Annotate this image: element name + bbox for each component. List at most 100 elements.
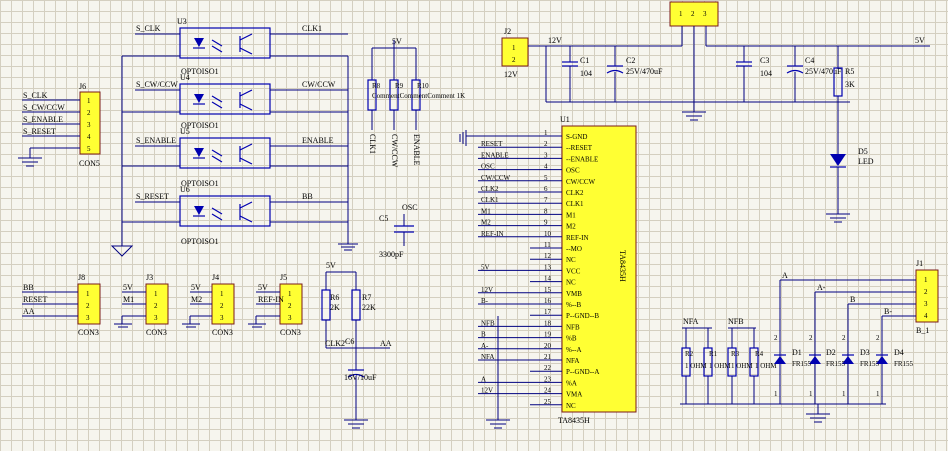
opto-u4[interactable]: U4 OPTOISO1 xyxy=(179,73,271,130)
capacitor-c1[interactable]: C1 104 xyxy=(562,46,592,102)
clk2-divider[interactable]: 5V R6 2K R7 22K CLK2 C6 AA 16V/10uF xyxy=(321,261,392,429)
u1-pin-net: RESET xyxy=(481,140,503,148)
net-s-reset: S_RESET xyxy=(136,192,169,201)
u1-pin-number: 20 xyxy=(544,342,552,350)
j5-pin-2: 2 xyxy=(288,302,292,310)
u1-pin-number: 25 xyxy=(544,398,552,406)
opto-u3[interactable]: U3 OPTOISO1 xyxy=(177,17,271,76)
u1-pin-number: 22 xyxy=(544,364,552,372)
rail-5v: 5V xyxy=(915,36,925,45)
flyback-diodes[interactable]: D1 D2 D3 D4 FR155 FR155 FR155 FR155 2 2 … xyxy=(774,280,914,404)
u1-pin-net: M2 xyxy=(481,219,491,227)
j1-pin-1: 1 xyxy=(924,276,928,284)
j6-pin-4: 4 xyxy=(87,133,91,141)
j8-net-2: RESET xyxy=(23,295,48,304)
u1-pin-name: CLK2 xyxy=(566,189,584,197)
r9-ref: R9 xyxy=(395,82,404,90)
j1-net-b-minus: B- xyxy=(884,307,892,316)
j2-pin-2: 2 xyxy=(512,56,516,64)
j5-net-1: 5V xyxy=(258,283,268,292)
u1-pin-name: CW/CCW xyxy=(566,178,596,186)
capacitor-c3[interactable]: C3 104 xyxy=(736,46,772,102)
j4-pin-1: 1 xyxy=(220,290,224,298)
j5-pin-1: 1 xyxy=(288,290,292,298)
j8-pin-3: 3 xyxy=(86,314,90,322)
capacitor-c5[interactable]: OSC C5 3300pF xyxy=(379,203,418,259)
r5-value: 3K xyxy=(845,80,855,89)
u1-pin-number: 10 xyxy=(544,230,552,238)
j6-pin-1: 1 xyxy=(87,97,91,105)
opto-u4-ref: U4 xyxy=(180,73,190,82)
c4-ref: C4 xyxy=(805,56,814,65)
voltage-regulator[interactable]: 1 2 3 xyxy=(669,1,719,112)
d4-value: FR155 xyxy=(894,360,914,368)
j1-net-a-minus: A- xyxy=(817,283,826,292)
u1-pin-number: 2 xyxy=(544,140,548,148)
u1-pin-number: 4 xyxy=(544,163,548,171)
u1-pin-number: 1 xyxy=(544,129,548,137)
r5-ref: R5 xyxy=(845,67,854,76)
u1-pin-name: NFB xyxy=(566,323,580,331)
u1-pin-number: 11 xyxy=(544,241,551,249)
opto-u5[interactable]: U5 OPTOISO1 xyxy=(179,127,271,188)
led-indicator[interactable]: R5 3K D5 LED xyxy=(826,46,874,223)
pullup-resistors[interactable]: 5V R8 R9 R10 CommentCommentComment 1K CL… xyxy=(367,37,465,168)
capacitor-c2[interactable]: C2 25V/470uF xyxy=(606,46,663,102)
connector-j5[interactable]: J5 1 2 3 5V REF-IN CON3 xyxy=(248,273,303,337)
u1-pin-name: M2 xyxy=(566,223,576,231)
c3-value: 104 xyxy=(760,69,772,78)
d4-pin-1: 1 xyxy=(876,390,880,398)
j6-net-2: S_CW/CCW xyxy=(23,103,65,112)
u1-pin-name: NC xyxy=(566,279,576,287)
u1-pin-name: P--GND--B xyxy=(566,312,599,320)
j2-ref: J2 xyxy=(504,27,511,36)
d2-pin-2: 2 xyxy=(809,334,813,342)
j1-net-a: A xyxy=(782,271,788,280)
sense-resistors[interactable]: NFA NFB R2 R1 R3 R4 1 OHM 1 OHM 1 OHM 1 … xyxy=(680,317,886,423)
capacitor-c4[interactable]: C4 25V/470uF xyxy=(786,46,842,102)
u1-pin-number: 18 xyxy=(544,319,552,327)
connector-j2[interactable]: J2 1 2 12V xyxy=(501,27,529,79)
u1-pin-name: NFA xyxy=(566,357,579,365)
j1-ref: J1 xyxy=(916,259,923,268)
connector-j3[interactable]: J3 1 2 3 5V M1 CON3 xyxy=(114,273,169,337)
net-s-cwccw: S_CW/CCW xyxy=(136,80,178,89)
divider-net-aa: AA xyxy=(380,339,392,348)
j1-net-b: B xyxy=(850,295,855,304)
d2-pin-1: 1 xyxy=(809,390,813,398)
u1-pin-20: 20%--AA- xyxy=(478,342,582,354)
j6-net-1: S_CLK xyxy=(23,91,48,100)
u1-pin-name: %A xyxy=(566,379,577,387)
j8-net-1: BB xyxy=(23,283,34,292)
d1-ref: D1 xyxy=(792,348,802,357)
connector-j8[interactable]: J8 1 2 3 BB RESET AA CON3 xyxy=(22,273,101,337)
j5-pin-3: 3 xyxy=(288,314,292,322)
j3-ref: J3 xyxy=(146,273,153,282)
c2-value: 25V/470uF xyxy=(626,67,663,76)
connector-j6[interactable]: J6 1 2 3 4 5 CON5 S_CLK S_CW/CCW S_ENABL… xyxy=(18,82,101,168)
connector-j4[interactable]: J4 1 2 3 5V M2 CON3 xyxy=(182,273,235,337)
j3-pin-2: 2 xyxy=(154,302,158,310)
d1-pin-2: 2 xyxy=(774,334,778,342)
d1-pin-1: 1 xyxy=(774,390,778,398)
u1-pin-net: M1 xyxy=(481,207,491,215)
j3-net-1: 5V xyxy=(123,283,133,292)
r1-ref: R1 xyxy=(709,350,718,358)
pullup-net-enable: ENABLE xyxy=(412,134,421,166)
j4-pin-3: 3 xyxy=(220,314,224,322)
opto-u6[interactable]: U6 OPTOISO1 xyxy=(179,185,271,246)
u1-pin-number: 12 xyxy=(544,252,552,260)
connector-j1[interactable]: J1 1 2 3 4 B_1 A A- B B- xyxy=(780,259,939,335)
u1-pin-name: P--GND--A xyxy=(566,368,599,376)
net-bb: BB xyxy=(302,192,313,201)
